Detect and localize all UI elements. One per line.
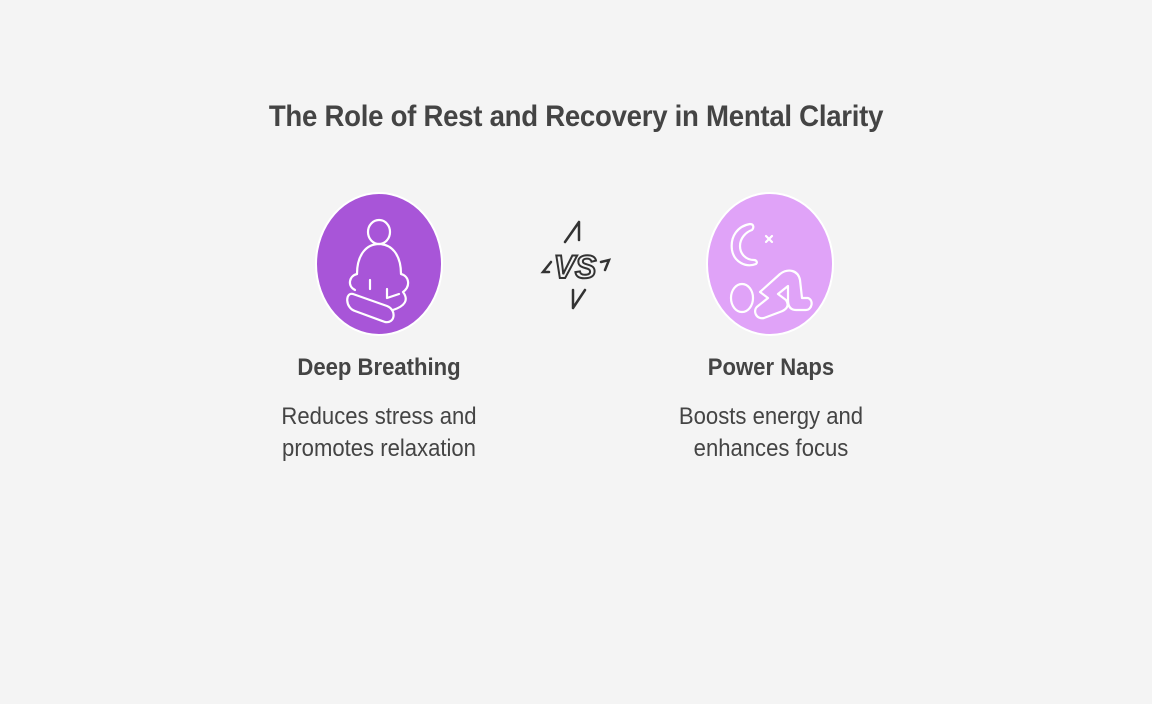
meditation-person-icon [346,218,410,324]
vs-icon: VS [535,218,615,315]
power-naps-label: Power Naps [707,354,835,381]
deep-breathing-circle [315,192,443,336]
desc-line: Boosts energy and [678,403,864,430]
page-title: The Role of Rest and Recovery in Mental … [268,100,884,133]
desc-line: enhances focus [693,435,849,462]
power-naps-description: Boosts energy and enhances focus [633,401,909,465]
power-naps-circle [706,192,834,336]
sleep-nap-icon [729,222,813,320]
deep-breathing-description: Reduces stress and promotes relaxation [241,401,517,465]
desc-line: promotes relaxation [282,435,476,462]
vs-text: VS [554,249,597,285]
deep-breathing-label: Deep Breathing [297,354,461,381]
desc-line: Reduces stress and [281,403,477,430]
